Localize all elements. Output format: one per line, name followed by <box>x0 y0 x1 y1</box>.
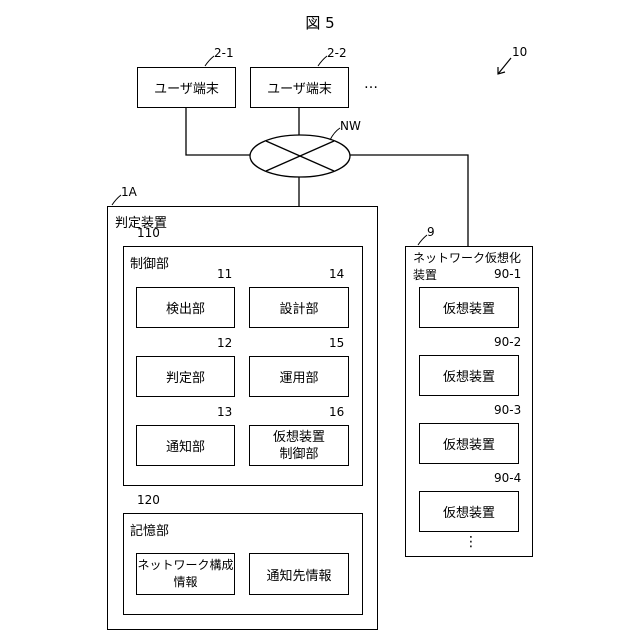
user-terminal-1: ユーザ端末 <box>137 67 236 108</box>
storage-unit-ref: 120 <box>137 493 160 507</box>
control-unit-ref: 110 <box>137 226 160 240</box>
design-unit: 設計部 <box>249 287 349 328</box>
notification-unit-label: 通知部 <box>166 436 205 455</box>
network-config-info-line2: 情報 <box>173 574 197 591</box>
detection-unit-label: 検出部 <box>166 298 205 317</box>
system-ref: 10 <box>512 45 527 59</box>
network-config-info-line1: ネットワーク構成 <box>137 557 233 574</box>
virtual-device-4-ref: 90-4 <box>494 471 521 485</box>
virtual-device-3-label: 仮想装置 <box>443 434 495 453</box>
leader-9 <box>418 235 427 245</box>
virtualization-device-label-line1: ネットワーク仮想化 <box>413 250 521 267</box>
operation-unit-label: 運用部 <box>279 367 318 386</box>
virtualization-device-ref: 9 <box>427 225 435 239</box>
leader-1a <box>112 195 121 205</box>
user-terminal-2-label: ユーザ端末 <box>267 78 332 97</box>
control-unit-label: 制御部 <box>130 253 169 272</box>
design-unit-label: 設計部 <box>279 298 318 317</box>
virtual-device-4: 仮想装置 <box>419 491 519 532</box>
virtual-device-2-ref: 90-2 <box>494 335 521 349</box>
network-symbol <box>250 135 350 177</box>
notification-destination-info: 通知先情報 <box>249 553 349 595</box>
terminal-1-ref: 2-1 <box>214 46 234 60</box>
arrow-system-ref <box>498 58 511 74</box>
unit-16-ref: 16 <box>329 405 344 419</box>
network-config-info: ネットワーク構成 情報 <box>136 553 235 595</box>
storage-unit-label: 記憶部 <box>130 520 169 539</box>
virtual-device-1: 仮想装置 <box>419 287 519 328</box>
user-terminal-1-label: ユーザ端末 <box>154 78 219 97</box>
terminal-ellipsis: … <box>364 76 378 92</box>
connector-terminal-1 <box>186 108 250 155</box>
operation-unit: 運用部 <box>249 356 349 397</box>
network-label: NW <box>340 119 361 133</box>
unit-14-ref: 14 <box>329 267 344 281</box>
terminal-2-ref: 2-2 <box>327 46 347 60</box>
virtual-device-3: 仮想装置 <box>419 423 519 464</box>
unit-13-ref: 13 <box>217 405 232 419</box>
unit-11-ref: 11 <box>217 267 232 281</box>
virtualization-device-label-line2: 装置 <box>413 267 437 284</box>
notification-destination-info-label: 通知先情報 <box>266 565 331 584</box>
virtual-device-1-label: 仮想装置 <box>443 298 495 317</box>
virtual-device-control-unit: 仮想装置 制御部 <box>249 425 349 466</box>
virtual-device-control-unit-label-line1: 仮想装置 <box>273 429 325 446</box>
figure-title: 図 5 <box>0 12 640 33</box>
virtual-device-2: 仮想装置 <box>419 355 519 396</box>
virtual-device-control-unit-label-line2: 制御部 <box>279 446 318 463</box>
judgment-unit-label: 判定部 <box>166 367 205 386</box>
virtual-device-4-label: 仮想装置 <box>443 502 495 521</box>
virtual-device-3-ref: 90-3 <box>494 403 521 417</box>
unit-15-ref: 15 <box>329 336 344 350</box>
virtual-device-2-label: 仮想装置 <box>443 366 495 385</box>
judgment-device-ref: 1A <box>121 185 137 199</box>
judgment-unit: 判定部 <box>136 356 235 397</box>
leader-nw <box>330 128 340 140</box>
leader-2-1 <box>205 56 214 66</box>
unit-12-ref: 12 <box>217 336 232 350</box>
leader-2-2 <box>318 56 327 66</box>
virtual-device-1-ref: 90-1 <box>494 267 521 281</box>
notification-unit: 通知部 <box>136 425 235 466</box>
user-terminal-2: ユーザ端末 <box>250 67 349 108</box>
virtual-device-ellipsis: ⋮ <box>464 534 478 550</box>
detection-unit: 検出部 <box>136 287 235 328</box>
